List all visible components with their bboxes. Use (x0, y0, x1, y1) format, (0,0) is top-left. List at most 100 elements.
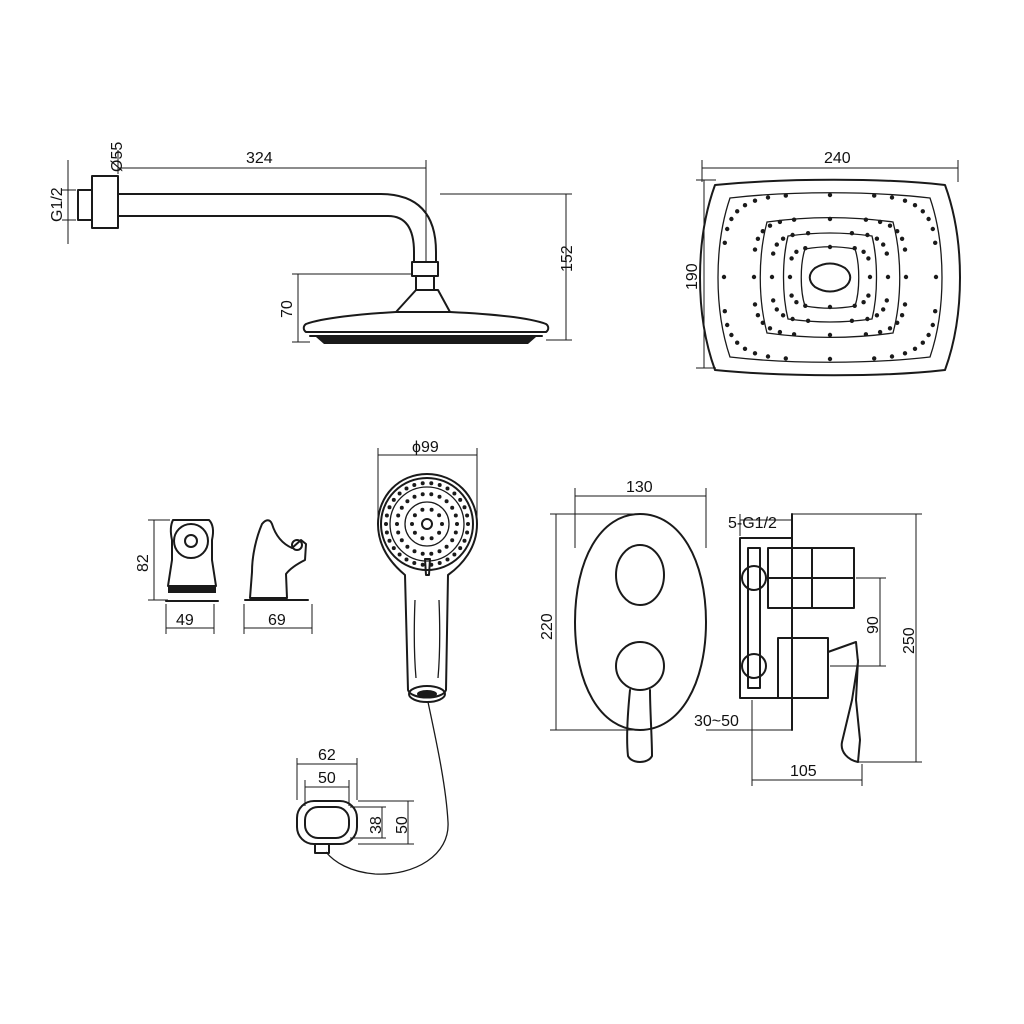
nozzle-dot (397, 552, 402, 557)
nozzle-dot (721, 274, 727, 280)
nozzle-dot (444, 499, 449, 504)
nozzle-dot (889, 354, 895, 359)
nozzle-dot (877, 219, 883, 225)
nozzle-dot (783, 193, 788, 198)
nozzle-dot (462, 538, 467, 543)
nozzle-dot (755, 313, 761, 318)
nozzle-dot (404, 557, 409, 562)
nozzle-dot (852, 303, 857, 308)
nozzle-dot (742, 203, 748, 208)
holder-side-view (244, 519, 309, 601)
nozzle-dot (429, 507, 434, 512)
overhead-shower-side-view (302, 289, 550, 344)
mixer-side-dimensions (706, 513, 922, 786)
nozzle-dot (899, 313, 905, 318)
nozzle-pattern (721, 192, 939, 362)
nozzle-dot (790, 316, 795, 322)
nozzle-dot (866, 293, 871, 298)
nozzle-dot (765, 195, 771, 200)
nozzle-dot (404, 486, 409, 491)
nozzle-dot (387, 538, 392, 543)
nozzle-dot (742, 346, 748, 351)
nozzle-dot (861, 249, 866, 254)
nozzle-dot (452, 491, 457, 496)
nozzle-dot (789, 293, 794, 298)
nozzle-dot (755, 236, 761, 241)
nozzle-dot (874, 236, 880, 241)
nozzle-dot (765, 354, 771, 359)
nozzle-dot (405, 499, 410, 504)
nozzle-dot (933, 240, 938, 245)
dim-arm-thread: G1/2 (49, 187, 66, 222)
nozzle-dot (429, 492, 434, 497)
nozzle-dot (902, 351, 908, 356)
nozzle-dot (384, 522, 388, 526)
nozzle-dot (458, 497, 463, 502)
dim-head-width: 240 (824, 150, 851, 167)
nozzle-dot (752, 351, 758, 356)
nozzle-dot (445, 557, 450, 562)
nozzle-dot (899, 236, 905, 241)
nozzle-dot (920, 340, 925, 345)
nozzle-dot (437, 483, 442, 487)
nozzle-dot (884, 251, 889, 256)
nozzle-dot (849, 231, 855, 236)
nozzle-dot (420, 492, 425, 497)
nozzle-dot (926, 216, 931, 222)
nozzle-dot (774, 242, 779, 247)
nozzle-dot (395, 522, 399, 526)
nozzle-dot (752, 198, 758, 203)
nozzle-dot (787, 274, 793, 280)
nozzle-dot (895, 320, 900, 325)
nozzle-dot (437, 530, 442, 535)
nozzle-dot (437, 561, 442, 565)
nozzle-dot (877, 329, 883, 335)
nozzle-dot (861, 300, 866, 305)
nozzle-dot (450, 505, 455, 510)
nozzle-dot (399, 505, 404, 510)
nozzle-dot (930, 226, 935, 232)
nozzle-dot (396, 513, 401, 518)
nozzle-dot (791, 332, 797, 337)
nozzle-dot (444, 544, 449, 549)
dim-mixer-total-height: 250 (901, 627, 918, 654)
mixer-front-dimensions (550, 488, 707, 731)
nozzle-dot (827, 332, 833, 338)
nozzle-dot (729, 332, 734, 338)
nozzle-dot (803, 246, 808, 251)
nozzle-dot (865, 316, 870, 322)
nozzle-dot (912, 203, 918, 208)
nozzle-dot (429, 536, 434, 541)
nozzle-dot (789, 256, 794, 261)
nozzle-dot (865, 232, 870, 238)
nozzle-dot (777, 219, 783, 225)
nozzle-dot (410, 522, 414, 526)
holder-front-view (165, 519, 219, 602)
nozzle-dot (412, 513, 417, 518)
dim-mixer-height: 220 (539, 613, 556, 640)
mixer-front-view (574, 513, 707, 763)
dim-clip-outer: 62 (318, 747, 336, 764)
nozzle-dot (805, 231, 811, 236)
nozzle-dot (420, 507, 425, 512)
nozzle-dot (903, 274, 909, 280)
nozzle-dot (852, 246, 857, 251)
nozzle-dot (391, 546, 396, 551)
nozzle-dot (450, 538, 455, 543)
dim-head-height: 70 (279, 300, 296, 318)
nozzle-dot (902, 247, 908, 252)
nozzle-dot (780, 313, 786, 318)
hand-shower (377, 473, 478, 703)
dim-holder-front-width: 49 (176, 612, 194, 629)
shower-arm-side-view (77, 175, 439, 291)
dim-outlet-spacing: 90 (865, 616, 882, 634)
nozzle-dot (455, 522, 459, 526)
nozzle-dot (384, 513, 389, 518)
nozzle-dot (751, 274, 757, 280)
nozzle-dot (885, 274, 891, 280)
nozzle-dot (769, 274, 775, 280)
nozzle-dot (794, 249, 799, 254)
nozzle-dot (874, 313, 880, 318)
mixer-side-view (739, 513, 861, 763)
dim-holder-side-width: 69 (268, 612, 286, 629)
